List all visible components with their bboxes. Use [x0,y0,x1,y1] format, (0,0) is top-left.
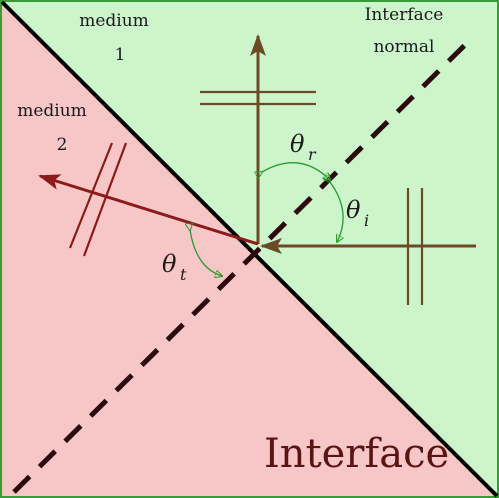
theta-t-subscript: t [180,265,187,284]
medium-2-label-line1: medium [17,101,87,121]
medium-1-label-line1: medium [79,11,149,31]
medium-2-label-line2: 2 [57,135,68,155]
normal-label-line2: normal [373,37,434,57]
theta-t-symbol: θ [162,250,177,278]
theta-r-symbol: θ [290,130,305,158]
theta-i-arc [330,182,343,242]
theta-r-subscript: r [308,145,317,164]
interface-label: Interface [264,431,449,477]
theta-i-subscript: i [364,211,369,230]
theta-i-symbol: θ [346,196,361,224]
medium-1-label-line2: 1 [115,45,126,65]
transmitted-wavefront-2 [82,142,128,257]
theta-t-arc [190,230,222,276]
transmitted-wavefront-1 [68,142,114,249]
normal-label-line1: Interface [365,5,444,25]
